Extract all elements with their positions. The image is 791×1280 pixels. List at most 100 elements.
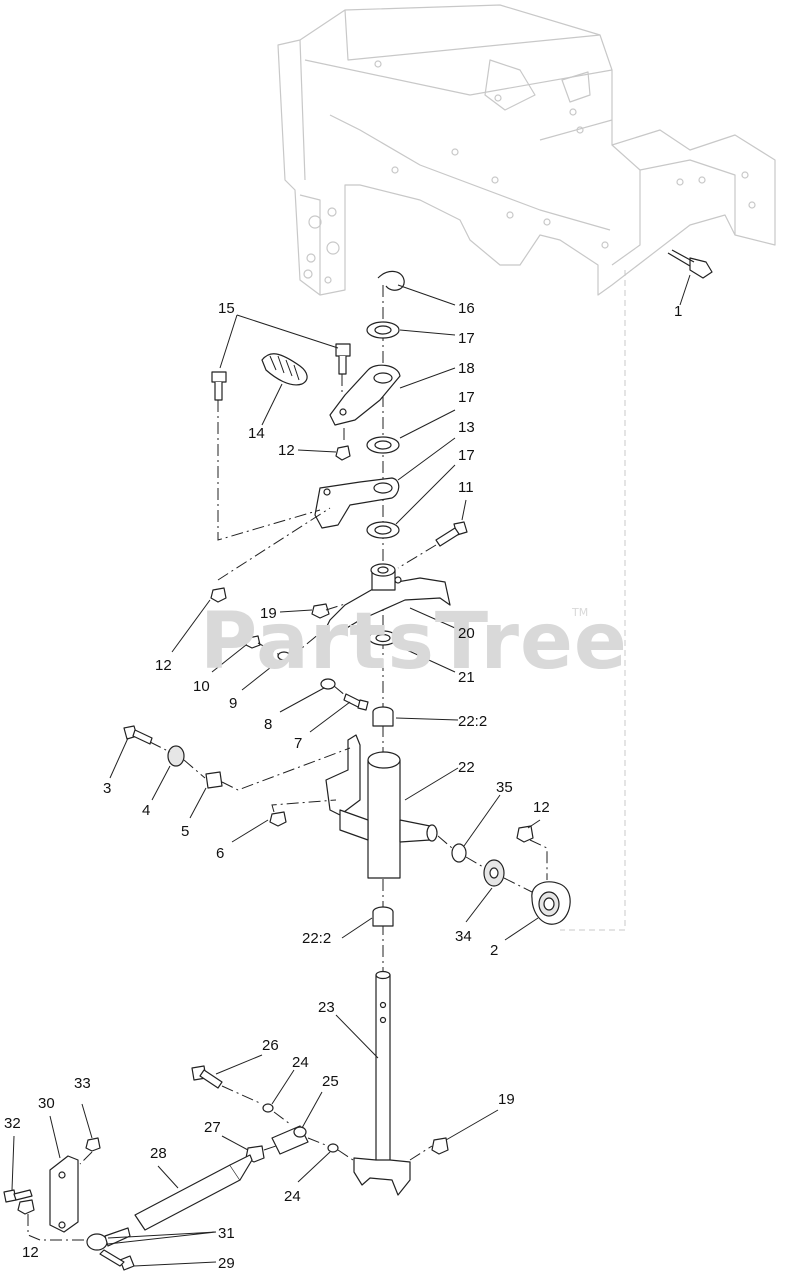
part-washer-21-hole: [375, 633, 391, 643]
part-bracket-30: [49, 1155, 79, 1233]
callout-30[interactable]: 30: [38, 1095, 55, 1112]
part-nut-33: [85, 1137, 101, 1152]
callout-29[interactable]: 29: [218, 1255, 235, 1272]
assy-line-12c: [529, 839, 548, 880]
callout-15[interactable]: 15: [218, 300, 235, 317]
callout-labels[interactable]: 1 16 17 18 15 14 17 13 12 17 11 19 20 12…: [4, 300, 682, 1272]
part-bolt-3: [123, 725, 153, 745]
callout-21[interactable]: 21: [458, 669, 475, 686]
callout-25[interactable]: 25: [322, 1073, 339, 1090]
part-bolt-1: [667, 249, 713, 279]
part-bracket-20: [319, 563, 451, 641]
callout-9[interactable]: 9: [229, 695, 237, 712]
callout-3[interactable]: 3: [103, 780, 111, 797]
part-bolt-11: [435, 521, 468, 547]
callout-8[interactable]: 8: [264, 716, 272, 733]
callout-6[interactable]: 6: [216, 845, 224, 862]
part-nut-19b: [431, 1137, 449, 1155]
part-shaft-23: [353, 970, 411, 1196]
callout-28[interactable]: 28: [150, 1145, 167, 1162]
callout-11[interactable]: 11: [458, 479, 474, 496]
part-arm-18: [329, 364, 401, 426]
assy-line-7-8: [333, 685, 347, 697]
part-screw-7: [343, 693, 369, 711]
part-bushing-22-2b: [372, 906, 394, 927]
callout-18[interactable]: 18: [458, 360, 475, 377]
part-arm-13: [314, 477, 400, 529]
part-spacer-5: [205, 771, 223, 789]
callout-33[interactable]: 33: [74, 1075, 91, 1092]
callout-22-2a[interactable]: 22:2: [458, 713, 487, 730]
part-rodend-31: [86, 1227, 131, 1251]
part-bolt-29: [99, 1249, 135, 1271]
part-nut-10: [245, 635, 261, 649]
callout-23[interactable]: 23: [318, 999, 335, 1016]
assy-line-19b: [409, 1145, 433, 1161]
callout-19b[interactable]: 19: [498, 1091, 515, 1108]
part-washer-17b-hole: [374, 440, 392, 450]
frame-ghost: [277, 4, 776, 296]
callout-4[interactable]: 4: [142, 802, 150, 819]
callout-2[interactable]: 2: [490, 942, 498, 959]
callout-16[interactable]: 16: [458, 300, 475, 317]
callout-22-2b[interactable]: 22:2: [302, 930, 331, 947]
callout-13[interactable]: 13: [458, 419, 475, 436]
part-washer-17c-hole: [374, 525, 392, 535]
callout-7[interactable]: 7: [294, 735, 302, 752]
assy-line-pins: [217, 400, 321, 541]
callout-32[interactable]: 32: [4, 1115, 21, 1132]
callout-27[interactable]: 27: [204, 1119, 221, 1136]
partstree-watermark: PartsTree TM: [200, 597, 627, 687]
watermark-tm: TM: [571, 606, 588, 619]
callout-17a[interactable]: 17: [458, 330, 475, 347]
part-rod-28: [134, 1154, 253, 1231]
part-washer-24b: [327, 1143, 339, 1153]
callout-20[interactable]: 20: [458, 625, 475, 642]
callout-34[interactable]: 34: [455, 928, 472, 945]
part-nut-6: [269, 811, 287, 827]
part-nut-12d: [17, 1199, 35, 1215]
callout-1[interactable]: 1: [674, 303, 682, 320]
callout-17b[interactable]: 17: [458, 389, 475, 406]
callout-12d[interactable]: 12: [22, 1244, 39, 1261]
assy-line-26: [221, 1085, 291, 1125]
part-washer-34-hole: [489, 867, 499, 879]
assy-line-bolt11: [397, 544, 437, 569]
part-washer-8: [320, 678, 336, 690]
callout-31[interactable]: 31: [218, 1225, 235, 1242]
part-bolt-32: [3, 1189, 33, 1203]
part-bushing-22-2a: [372, 706, 394, 727]
callout-24a[interactable]: 24: [292, 1054, 309, 1071]
callout-26[interactable]: 26: [262, 1037, 279, 1054]
callout-10[interactable]: 10: [193, 678, 210, 695]
part-nut-12a: [335, 445, 351, 461]
callout-14[interactable]: 14: [248, 425, 265, 442]
callout-12b[interactable]: 12: [155, 657, 172, 674]
part-spring-14: [261, 353, 308, 386]
assy-line-25-27: [263, 1137, 357, 1163]
callout-35[interactable]: 35: [496, 779, 513, 796]
callout-12c[interactable]: 12: [533, 799, 550, 816]
part-washer-4: [167, 745, 185, 767]
callout-22[interactable]: 22: [458, 759, 475, 776]
part-nut-12b: [210, 587, 227, 603]
callout-19a[interactable]: 19: [260, 605, 277, 622]
part-nut-12c: [516, 825, 534, 843]
part-washer-17a-hole: [374, 325, 392, 335]
leader-lines: [11, 274, 691, 1267]
frame-ref-line: [560, 270, 626, 931]
callout-5[interactable]: 5: [181, 823, 189, 840]
callout-17c[interactable]: 17: [458, 447, 475, 464]
assy-line-10-9: [257, 627, 327, 659]
assy-line-flange: [437, 835, 533, 893]
callout-24b[interactable]: 24: [284, 1188, 301, 1205]
part-clevis-25: [271, 1125, 309, 1155]
assy-line-6: [271, 799, 337, 813]
part-flange-2: [531, 881, 571, 925]
part-clip-16: [377, 270, 405, 291]
assy-line-left: [217, 507, 331, 581]
part-pin-15a: [211, 371, 227, 401]
callout-12a[interactable]: 12: [278, 442, 295, 459]
assy-line-3-5: [149, 741, 351, 791]
